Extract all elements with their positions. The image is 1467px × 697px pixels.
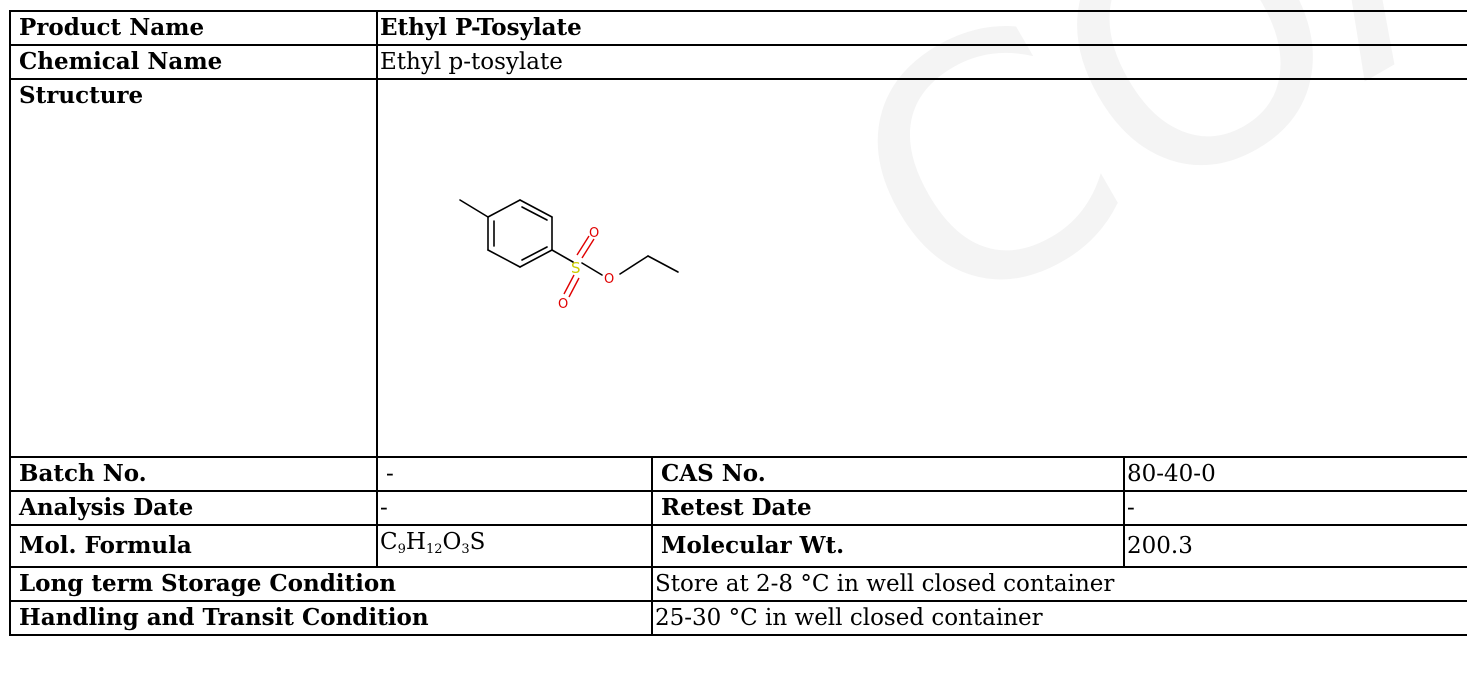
sulfonyl-double-bonds	[563, 235, 595, 298]
sulfur-atom: S	[571, 259, 581, 277]
oxygen-top-atom: O	[589, 226, 599, 241]
product-spec-table: Product Name Ethyl P-Tosylate Chemical N…	[9, 10, 1467, 636]
structure-row: Structure	[9, 78, 1467, 458]
batch-no-label: Batch No.	[9, 456, 378, 492]
product-name-row: Product Name Ethyl P-Tosylate	[9, 10, 1467, 46]
structure-label: Structure	[9, 78, 378, 458]
storage-condition-label: Long term Storage Condition	[9, 566, 653, 602]
structure-bonds	[459, 199, 679, 276]
formula-row: Mol. Formula C9H12O3S Molecular Wt. 200.…	[9, 524, 1467, 568]
chemical-structure-diagram: S O O O	[459, 199, 679, 312]
chemical-name-value: Ethyl p-tosylate	[375, 44, 1467, 80]
handling-condition-value: 25-30 °C in well closed container	[650, 600, 1467, 636]
batch-no-value: -	[376, 456, 653, 492]
storage-condition-value: Store at 2-8 °C in well closed container	[650, 566, 1467, 602]
chemical-name-row: Chemical Name Ethyl p-tosylate	[9, 44, 1467, 80]
molecular-wt-value: 200.3	[1122, 524, 1467, 568]
date-row: Analysis Date - Retest Date -	[9, 490, 1467, 526]
chemical-name-label: Chemical Name	[9, 44, 378, 80]
retest-date-value: -	[1122, 490, 1467, 526]
retest-date-label: Retest Date	[651, 490, 1125, 526]
analysis-date-label: Analysis Date	[9, 490, 378, 526]
mol-formula-label: Mol. Formula	[9, 524, 378, 568]
analysis-date-value: -	[376, 490, 653, 526]
oxygen-bottom-atom: O	[558, 297, 568, 312]
molecular-wt-label: Molecular Wt.	[651, 524, 1125, 568]
product-name-value: Ethyl P-Tosylate	[375, 10, 1467, 46]
storage-row: Long term Storage Condition Store at 2-8…	[9, 566, 1467, 602]
handling-row: Handling and Transit Condition 25-30 °C …	[9, 600, 1467, 636]
structure-image-cell: S O O O	[375, 78, 1467, 458]
mol-formula-value: C9H12O3S	[376, 524, 653, 568]
oxygen-ester-atom: O	[604, 272, 614, 287]
cas-no-label: CAS No.	[651, 456, 1125, 492]
batch-cas-row: Batch No. - CAS No. 80-40-0	[9, 456, 1467, 492]
product-name-label: Product Name	[9, 10, 378, 46]
handling-condition-label: Handling and Transit Condition	[9, 600, 653, 636]
cas-no-value: 80-40-0	[1122, 456, 1467, 492]
